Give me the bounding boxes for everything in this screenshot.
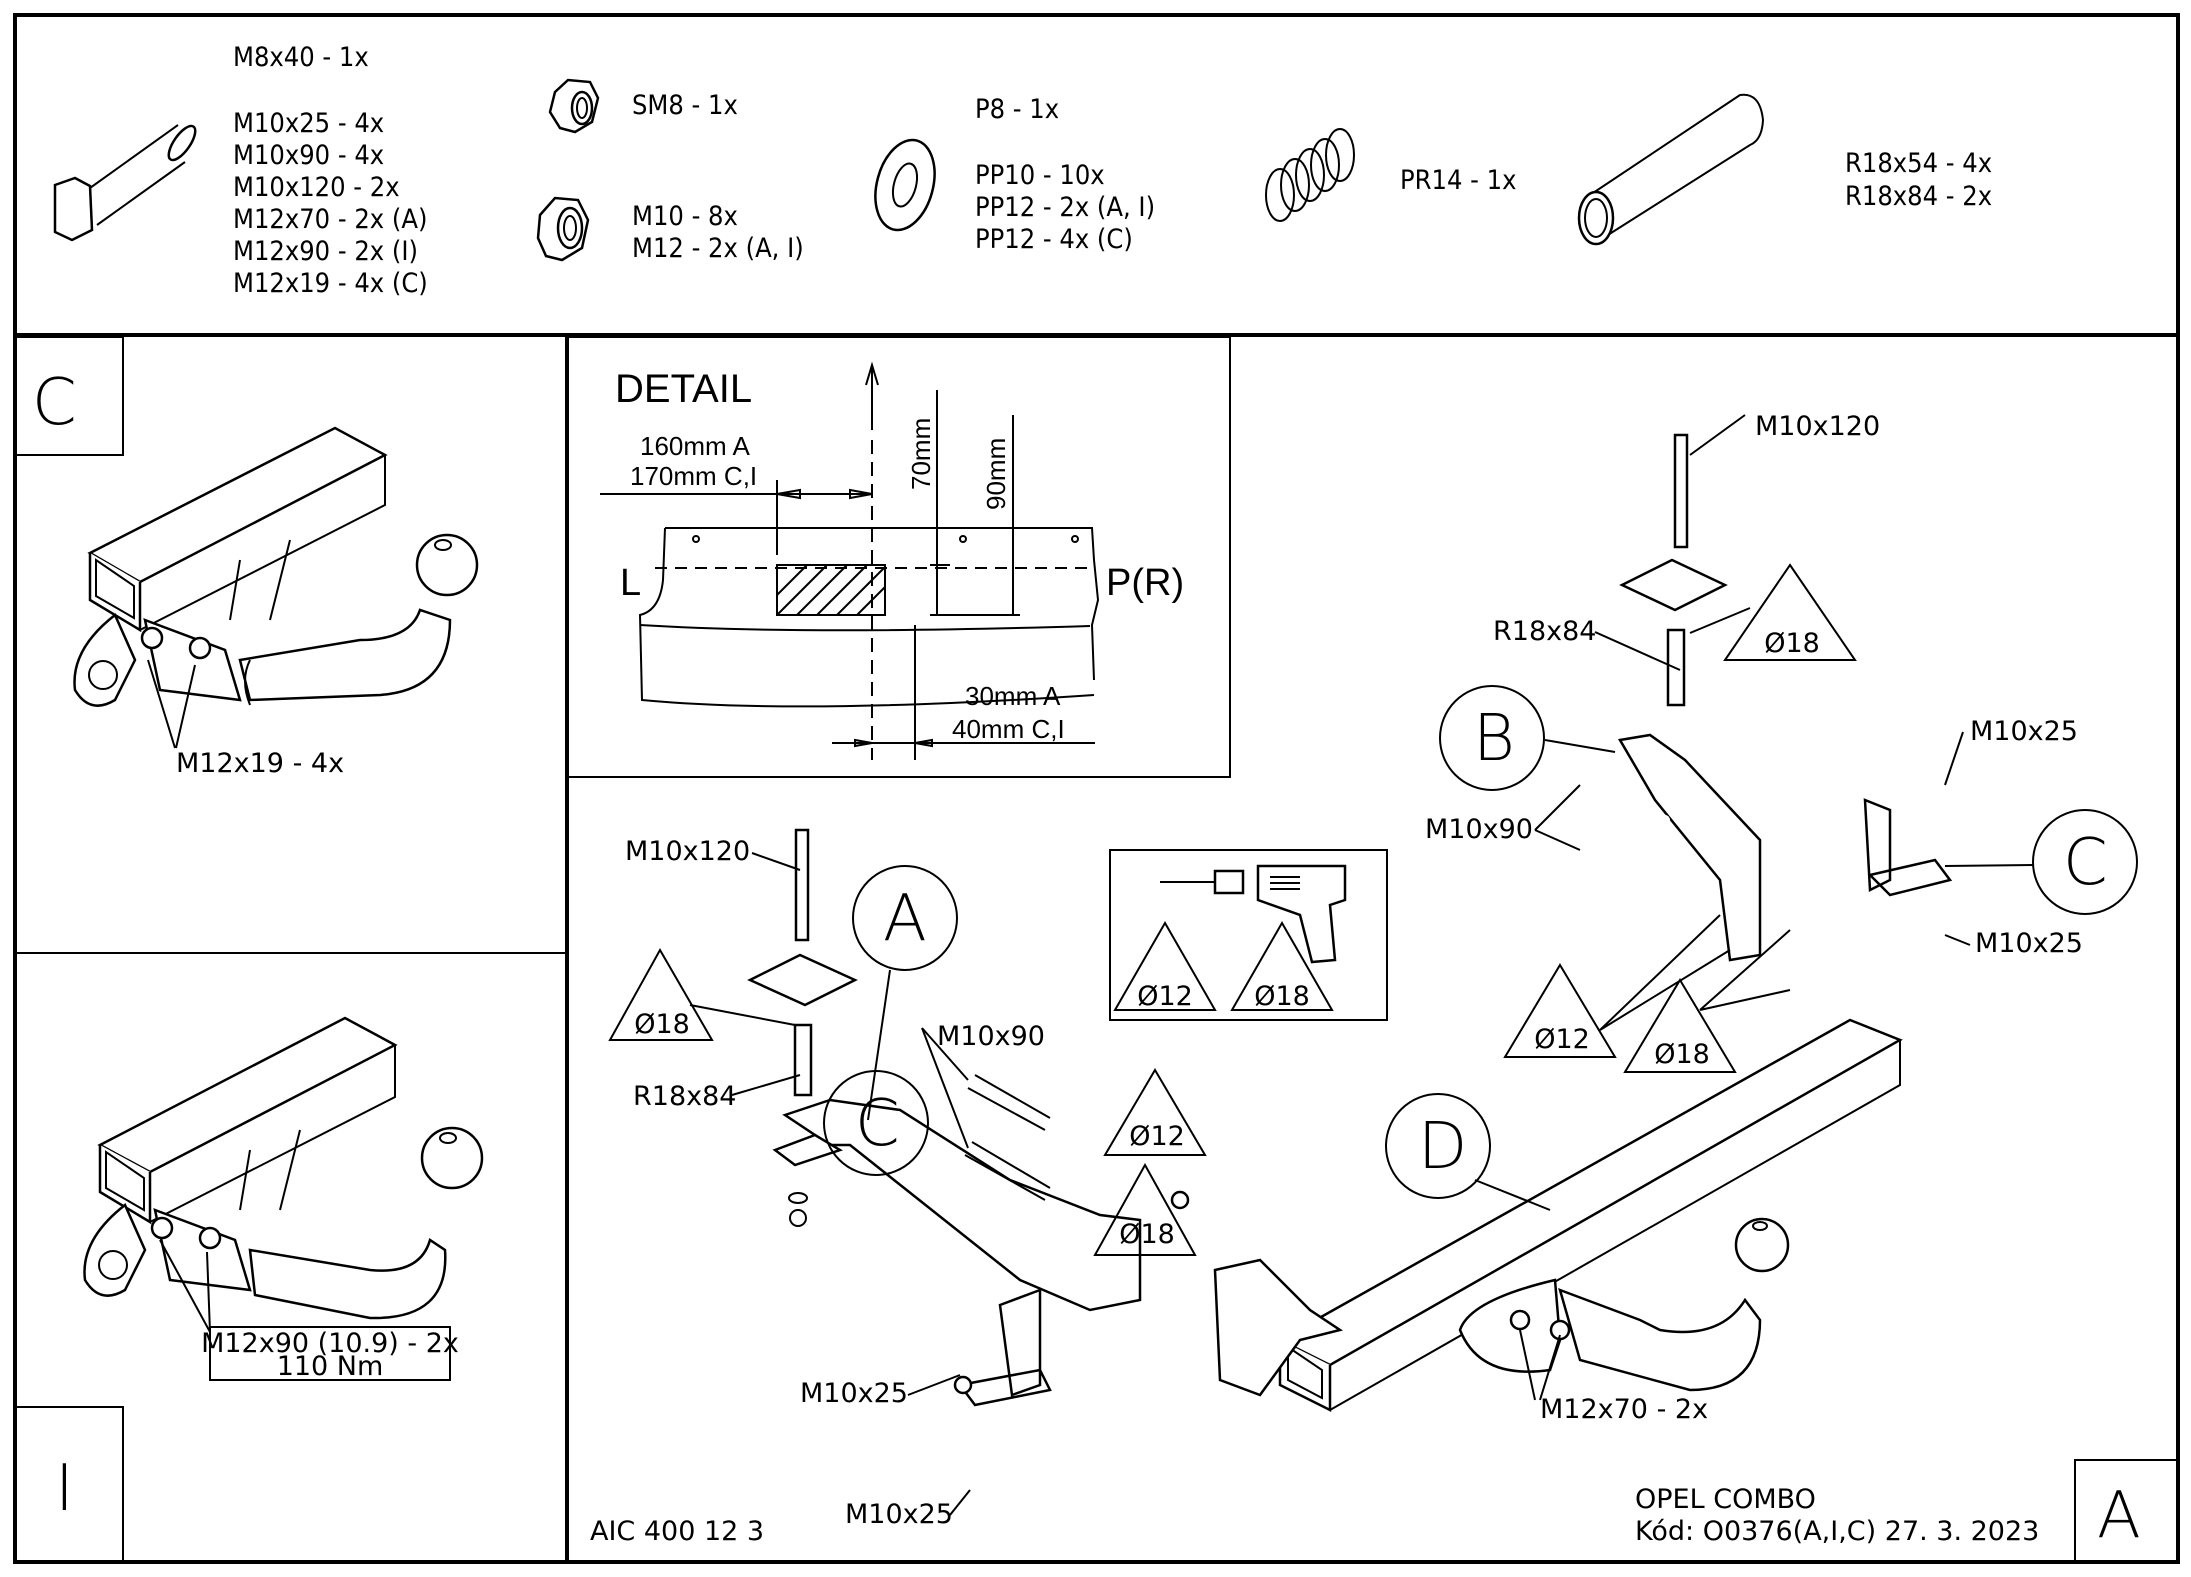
drill-18-triangle: Ø18 [1230,920,1334,1012]
drill-12-triangle: Ø12 [1113,920,1217,1012]
tube-icon [1577,93,1765,246]
bracket-c-left-label: C [855,1087,900,1161]
panel-i-callout-box [209,1326,451,1381]
drill-box [1109,849,1388,1021]
panel-i-label: I [55,1452,74,1526]
part-pp12-ai: PP12 - 2x (A, I) [975,192,1155,223]
right-tube-r18x84: R18x84 [1493,616,1596,647]
svg-text:Ø12: Ø12 [1137,981,1193,1012]
detail-dim-170: 170mm C,I [630,461,757,491]
part-sm8: SM8 - 1x [632,90,738,121]
detail-title: DETAIL [615,367,752,411]
crossbar-d-label: D [1418,1110,1467,1184]
right-bolts-m10x90: M10x90 [1425,814,1533,845]
bracket-b-marker [1439,685,1545,791]
part-m10x90: M10x90 - 4x [233,140,384,171]
left-tube-r18x84: R18x84 [633,1081,736,1112]
bracket-b-label: B [1473,702,1515,776]
crossbar-d-marker [1385,1093,1491,1199]
ball-bolts-m12x70: M12x70 - 2x [1540,1394,1708,1425]
right-bolt-m10x120: M10x120 [1755,411,1880,442]
right-assembly-drawing [1575,433,1953,975]
bracket-a-marker [852,865,958,971]
panel-c-label: C [32,366,77,440]
bracket-c-right-label: C [2063,826,2108,900]
left-tri-12: Ø12 [1103,1068,1207,1156]
kod-date: Kód: O0376(A,I,C) 27. 3. 2023 [1635,1516,2039,1547]
right-hole-18-triangle: Ø18 [1723,563,1857,661]
left-assembly-drawing [747,828,1205,1407]
lock-nut-icon [548,78,600,134]
part-r18x84: R18x84 - 2x [1845,181,1992,212]
detail-hatch-area [776,564,886,616]
bracket-a-label: A [883,882,927,956]
panel-i-callout-bolt: M12x90 (10.9) - 2x [201,1328,459,1359]
crossbar-drawing [1213,1018,1903,1413]
part-m12-nut: M12 - 2x (A, I) [632,233,804,264]
spring-icon [1265,128,1355,222]
left-bolt-m10x25-a: M10x25 [800,1378,908,1409]
panel-i-callout-torque: 110 Nm [277,1351,384,1382]
part-m12x90: M12x90 - 2x (I) [233,236,418,267]
detail-dim-160: 160mm A [640,431,750,461]
part-m10x25: M10x25 - 4x [233,108,384,139]
variant-label-box [2074,1459,2179,1563]
detail-side-l: L [620,562,641,604]
bolt-icon [53,124,197,242]
panel-c-callout: M12x19 - 4x [176,748,344,779]
detail-side-r: P(R) [1106,562,1184,604]
part-pp10: PP10 - 10x [975,160,1105,191]
bracket-c-left-marker [823,1070,929,1176]
panel-i-label-box [14,1406,124,1563]
nut-icon [536,196,590,262]
detail-dim-90: 90mm [981,438,1011,510]
part-p8: P8 - 1x [975,94,1059,125]
left-bolt-m10x120: M10x120 [625,836,750,867]
part-r18x54: R18x54 - 4x [1845,148,1992,179]
washer-icon [874,138,936,232]
detail-dim-30: 30mm A [965,681,1061,711]
part-m12x19: M12x19 - 4x (C) [233,268,428,299]
right-tri-12: Ø12 [1503,963,1617,1058]
right-bolt-m10x25-a: M10x25 [1970,716,2078,747]
svg-text:Ø18: Ø18 [1654,1039,1710,1070]
part-m10x120: M10x120 - 2x [233,172,400,203]
left-hole-18-triangle: Ø18 [608,947,714,1041]
part-m12x70: M12x70 - 2x (A) [233,204,427,235]
part-pr14: PR14 - 1x [1400,165,1516,196]
svg-text:Ø18: Ø18 [1119,1219,1175,1250]
detail-dim-70: 70mm [906,418,936,490]
variant-label: A [2097,1479,2141,1553]
svg-text:Ø12: Ø12 [1129,1121,1185,1152]
svg-text:Ø18: Ø18 [1764,628,1820,659]
svg-text:Ø18: Ø18 [634,1009,690,1040]
panel-c-label-box [14,336,124,456]
svg-text:Ø12: Ø12 [1534,1024,1590,1055]
towbar-i-drawing [83,1016,484,1320]
left-tri-18: Ø18 [1093,1162,1197,1256]
svg-text:Ø18: Ø18 [1254,981,1310,1012]
callout-leader [159,1239,211,1333]
vehicle-model: OPEL COMBO [1635,1484,1816,1515]
towbar-c-drawing [73,426,479,707]
part-m8x40: M8x40 - 1x [233,42,369,73]
part-m10-nut: M10 - 8x [632,201,738,232]
drawing-code: AIC 400 12 3 [590,1516,764,1547]
right-tri-18: Ø18 [1623,978,1737,1073]
bracket-c-right-marker [2032,809,2138,915]
right-bolt-m10x25-b: M10x25 [1975,928,2083,959]
part-pp12-c: PP12 - 4x (C) [975,224,1133,255]
left-bolt-m10x25-b: M10x25 [845,1499,953,1530]
left-bolts-m10x90: M10x90 [937,1021,1045,1052]
detail-box [566,336,1231,778]
callout-leader [147,659,196,749]
outer-frame [13,13,2180,1564]
drill-icon [1160,864,1347,964]
detail-dim-40: 40mm C,I [952,714,1065,744]
